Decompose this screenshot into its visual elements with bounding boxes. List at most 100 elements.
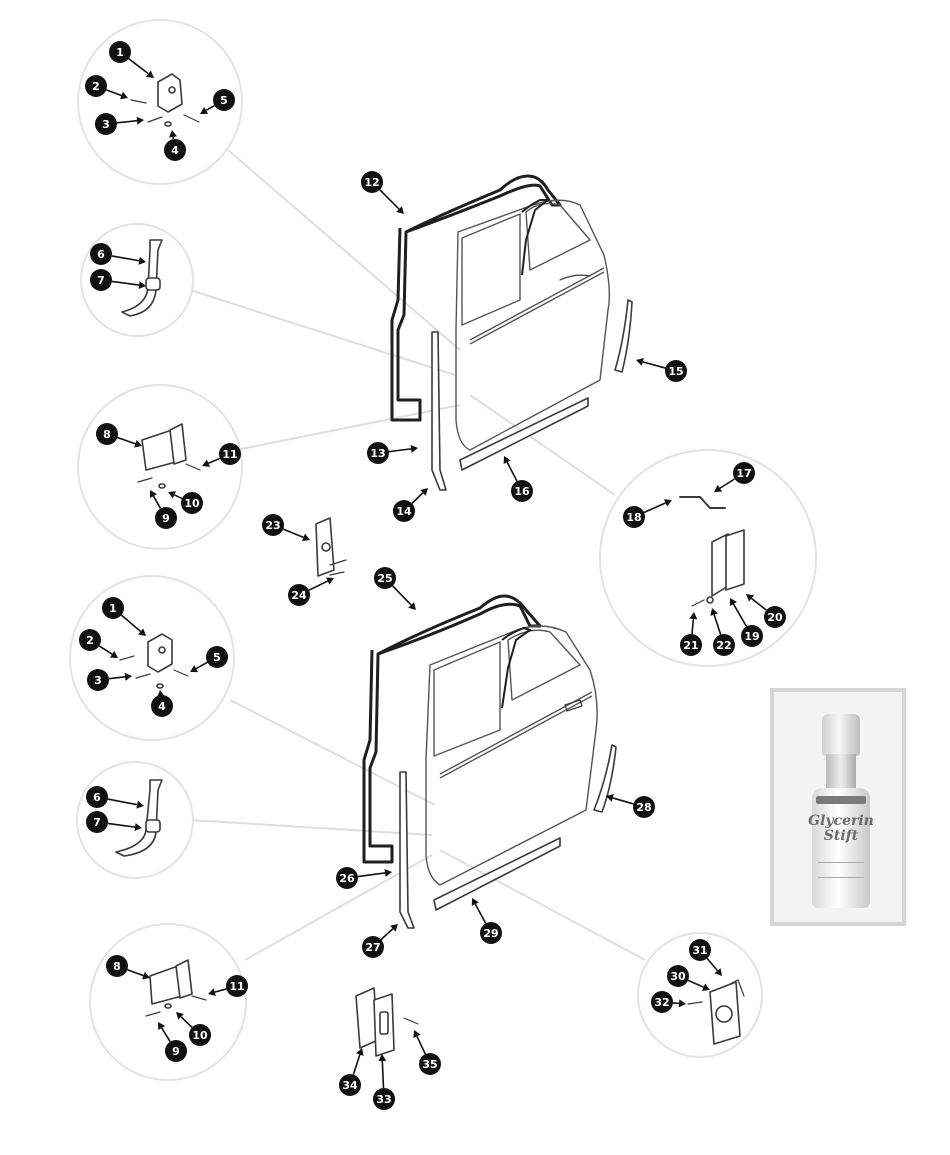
callout-arrow-line bbox=[208, 457, 221, 464]
callout-arrow-line bbox=[161, 1027, 171, 1043]
callout-number: 32 bbox=[654, 996, 669, 1009]
callout-arrowhead bbox=[471, 898, 479, 907]
callout-number: 21 bbox=[683, 639, 698, 652]
callout-number: 11 bbox=[229, 980, 244, 993]
callout-number: 24 bbox=[291, 589, 307, 602]
callout-arrowhead bbox=[730, 598, 737, 607]
callout-arrowhead bbox=[636, 357, 644, 366]
callout-badge: 23 bbox=[262, 514, 284, 536]
callout-badge: 6 bbox=[86, 786, 108, 808]
callout-arrow-line bbox=[388, 448, 412, 453]
callout-badge: 32 bbox=[651, 991, 673, 1013]
callout-arrow-line bbox=[195, 661, 208, 670]
leader-lines bbox=[189, 149, 646, 961]
callout-arrowhead bbox=[138, 628, 146, 636]
callout-arrowhead bbox=[714, 968, 722, 976]
callout-arrow-line bbox=[416, 1035, 427, 1055]
callout-arrow-line bbox=[127, 969, 144, 977]
callout-arrow-line bbox=[411, 492, 424, 504]
callout-arrow-line bbox=[128, 58, 149, 75]
callout-arrow-line bbox=[642, 361, 666, 369]
callout-arrow-line bbox=[106, 89, 122, 97]
callout-arrow-line bbox=[643, 502, 666, 514]
plate-23-parts bbox=[315, 517, 347, 577]
plate-33-34-parts bbox=[355, 987, 419, 1057]
callout-badge: 26 bbox=[336, 867, 358, 889]
callout-badge-circle bbox=[665, 360, 687, 382]
callout-badge-circle bbox=[374, 567, 396, 589]
callout-badge-circle bbox=[336, 867, 358, 889]
callout-badge: 16 bbox=[511, 480, 533, 502]
callout-number: 30 bbox=[670, 970, 686, 983]
callout-number: 29 bbox=[483, 927, 498, 940]
callout-arrow-line bbox=[706, 957, 719, 972]
callout-badge: 17 bbox=[733, 462, 755, 484]
callout-arrowhead bbox=[142, 971, 150, 980]
callout-badge: 11 bbox=[226, 975, 248, 997]
callout-number: 1 bbox=[116, 46, 124, 59]
rear-check-strap-parts bbox=[115, 779, 163, 857]
callout-arrow-line bbox=[713, 614, 722, 635]
callout-badge-circle bbox=[87, 669, 109, 691]
bottle-label-line2: Stift bbox=[823, 828, 859, 844]
callout-number: 4 bbox=[158, 700, 166, 713]
callout-badge-circle bbox=[367, 442, 389, 464]
callout-badge: 22 bbox=[713, 634, 735, 656]
callout-badge: 12 bbox=[361, 171, 383, 193]
callout-badge: 4 bbox=[164, 139, 186, 161]
callout-badge-circle bbox=[151, 695, 173, 717]
product-image-box: Glycerin Stift bbox=[770, 688, 906, 926]
callout-badge: 10 bbox=[181, 492, 203, 514]
callout-arrow-line bbox=[180, 1016, 193, 1028]
callout-number: 16 bbox=[514, 485, 530, 498]
callout-arrowhead bbox=[168, 491, 177, 499]
callout-badge: 20 bbox=[764, 606, 786, 628]
callout-badge: 9 bbox=[155, 507, 177, 529]
callout-arrow-line bbox=[379, 189, 400, 210]
callout-number: 12 bbox=[364, 176, 379, 189]
callout-badge-circle bbox=[362, 936, 384, 958]
callout-number: 9 bbox=[162, 512, 170, 525]
callout-badge: 29 bbox=[480, 922, 502, 944]
callout-badge: 1 bbox=[102, 597, 124, 619]
callout-badge: 11 bbox=[219, 443, 241, 465]
callout-number: 6 bbox=[93, 791, 101, 804]
callout-arrowhead bbox=[138, 281, 146, 290]
callout-badge: 7 bbox=[86, 811, 108, 833]
callout-badge: 14 bbox=[393, 500, 415, 522]
callout-arrow-line bbox=[116, 119, 138, 124]
glycerin-stick-bottle: Glycerin Stift bbox=[808, 714, 874, 908]
callout-badge: 8 bbox=[106, 955, 128, 977]
lock-detail-parts bbox=[679, 496, 745, 607]
callout-badge-circle bbox=[764, 606, 786, 628]
callout-badge-circle bbox=[181, 492, 203, 514]
callout-arrow-line bbox=[506, 461, 518, 482]
bottle-neck bbox=[826, 754, 856, 790]
callout-arrowhead bbox=[678, 999, 686, 1008]
callout-arrows bbox=[98, 58, 767, 1089]
callout-arrowhead bbox=[150, 490, 157, 499]
callout-badge-circle bbox=[106, 955, 128, 977]
callout-badge-circle bbox=[85, 75, 107, 97]
callout-badge: 6 bbox=[90, 243, 112, 265]
callout-badge: 25 bbox=[374, 567, 396, 589]
callout-number: 33 bbox=[376, 1093, 391, 1106]
callout-badge-circle bbox=[713, 634, 735, 656]
callout-arrow-line bbox=[108, 676, 126, 680]
callout-badge-circle bbox=[213, 89, 235, 111]
callout-badge-circle bbox=[189, 1024, 211, 1046]
callout-arrowhead bbox=[714, 484, 723, 492]
callout-number: 5 bbox=[220, 94, 228, 107]
callout-number: 15 bbox=[668, 365, 683, 378]
callout-arrowhead bbox=[390, 924, 398, 932]
callout-number: 20 bbox=[767, 611, 783, 624]
bottle-body bbox=[812, 788, 870, 908]
callout-arrow-line bbox=[732, 603, 748, 627]
callout-badge-circle bbox=[90, 243, 112, 265]
callout-arrowhead bbox=[701, 983, 710, 991]
bottle-cap bbox=[822, 714, 860, 756]
callout-badge-circle bbox=[733, 462, 755, 484]
callout-badge-circle bbox=[680, 634, 702, 656]
callout-number: 6 bbox=[97, 248, 105, 261]
